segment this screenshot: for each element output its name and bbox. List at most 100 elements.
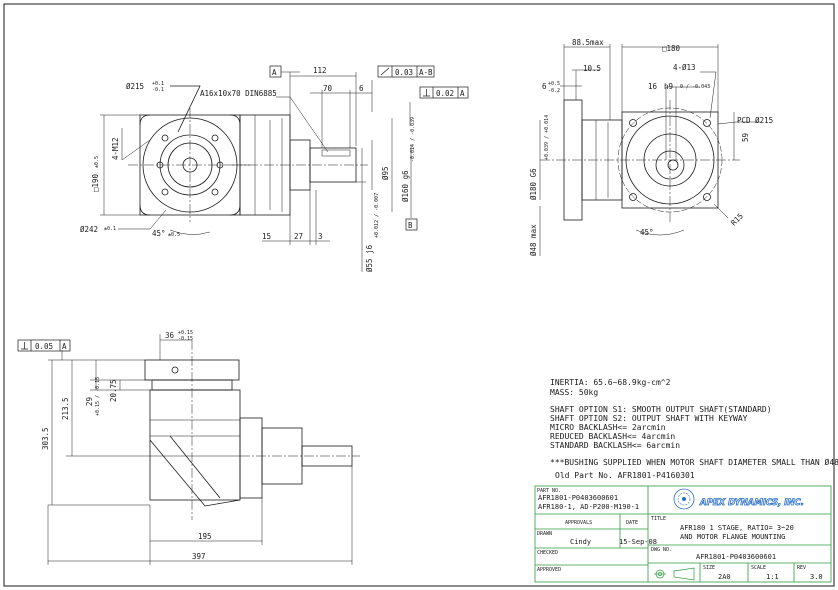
tb-dwg-no-label: DWG NO. xyxy=(651,547,672,553)
bottom-dim303-label: 303.5 xyxy=(41,427,50,450)
front-d215-tol-lo: -0.1 xyxy=(152,87,164,93)
front-angle-arc xyxy=(169,229,211,235)
bottom-dim213-label: 213.5 xyxy=(61,397,70,420)
tb-drawn-label: DRAWN xyxy=(537,531,552,537)
motor-r15-label: R15 xyxy=(729,211,745,227)
bottom-housing xyxy=(149,389,241,501)
motor-holes-label: 4-Ø13 xyxy=(673,63,696,72)
tb-date-label: DATE xyxy=(626,520,638,526)
front-hole xyxy=(211,188,219,196)
front-sq190-tol: ±0.5 xyxy=(94,156,100,168)
side-view xyxy=(232,71,412,272)
motor-dim16-label: 16 xyxy=(648,82,658,91)
note-reduced: REDUCED BACKLASH<= 4arcmin xyxy=(550,432,675,441)
note-old-part: Old Part No. AFR1801-P4160301 xyxy=(555,471,695,480)
front-thread-leader xyxy=(121,128,151,161)
bottom-dim195-label: 195 xyxy=(198,532,212,541)
fcf-position-ref: A-B xyxy=(419,68,433,77)
side-key-leader xyxy=(276,96,329,153)
company-name: APEX DYNAMICS, INC. xyxy=(699,498,804,508)
motor-angle-arc xyxy=(635,229,685,236)
projection-symbol xyxy=(654,567,695,581)
tb-rev-label: REV xyxy=(797,565,806,571)
bottom-view xyxy=(47,334,360,565)
motor-dim10-label: 10.5 xyxy=(583,64,601,73)
fcf-perpendicularity xyxy=(419,86,469,99)
front-hole xyxy=(161,134,169,142)
motor-d180-tol: +0.039 / +0.014 xyxy=(544,115,550,160)
side-fcf-leader xyxy=(371,80,411,126)
side-d55-label: Ø55 j6 xyxy=(365,244,374,272)
fcf-position xyxy=(377,65,435,78)
bottom-view-labels: 0.05 A 36 +0.15 -0.15 303.5 213.5 29 +0.… xyxy=(17,330,212,561)
bottom-diagonal-housing xyxy=(149,435,241,507)
motor-pcd-leader xyxy=(717,121,760,125)
bottom-dim29-tol: +0.15 / -0.15 xyxy=(95,377,101,416)
front-sq190-label: □190 xyxy=(91,173,100,192)
tb-part-no-1: AFR1801-P0403600601 xyxy=(538,494,618,502)
front-flange-corners xyxy=(139,114,241,216)
motor-h9-label: h9 xyxy=(664,82,673,91)
company-logo: APEX DYNAMICS, INC. xyxy=(673,488,804,510)
motor-hole xyxy=(703,193,711,201)
note-bushing: ***BUSHING SUPPLIED WHEN MOTOR SHAFT DIA… xyxy=(550,457,838,467)
motor-holes-leader xyxy=(700,71,717,119)
front-angle-label: 45° xyxy=(152,229,166,238)
motor-sq180-label: □180 xyxy=(662,44,681,53)
title-block xyxy=(534,485,832,583)
motor-r15-leader xyxy=(713,203,729,219)
bottom-dim36-tol-lo: -0.15 xyxy=(178,336,193,342)
fcf-flatness xyxy=(17,339,71,352)
side-d160-label: Ø160 g6 xyxy=(401,170,410,202)
bottom-dim29-label: 29 xyxy=(85,397,94,406)
side-dim27-label: 27 xyxy=(294,232,303,241)
tb-scale: 1:1 xyxy=(766,573,779,581)
notes: INERTIA: 65.6~68.9kg-cm^2 MASS: 50kg SHA… xyxy=(550,378,838,480)
tb-checked-label: CHECKED xyxy=(537,550,558,556)
bottom-dim20-label: 20.75 xyxy=(109,379,118,402)
front-d215-label: Ø215 xyxy=(126,82,144,91)
tb-title-label: TITLE xyxy=(651,516,666,522)
side-dim6-label: 6 xyxy=(359,84,364,93)
side-dim112-label: 112 xyxy=(313,66,327,75)
bottom-output-flange xyxy=(239,417,263,499)
side-key-label: A16x10x70 DIN6885 xyxy=(200,89,277,98)
side-d55-tol: +0.012 / -0.007 xyxy=(374,193,380,238)
side-dim15-label: 15 xyxy=(262,232,271,241)
fcf-position-value: 0.03 xyxy=(395,68,413,77)
bottom-dim36-label: 36 xyxy=(165,331,175,340)
side-view-labels: A B 112 70 6 A16x10x70 DIN6885 0.03 A-B … xyxy=(200,65,469,272)
tb-title-2: AND MOTOR FLANGE MOUNTING xyxy=(680,533,785,541)
motor-d180-label: Ø180 G6 xyxy=(529,168,538,200)
tb-size-label: SIZE xyxy=(703,565,715,571)
tb-drawn-by: Cindy xyxy=(570,538,591,546)
datum-b-box xyxy=(405,218,418,231)
note-inertia: INERTIA: 65.6~68.9kg-cm^2 xyxy=(550,378,671,387)
motor-dim6-tol-hi: +0.5 xyxy=(548,81,560,87)
datum-a-box xyxy=(269,65,282,78)
fcf-perpendicularity-value: 0.02 xyxy=(436,89,454,98)
side-d160-tol: -0.014 / -0.039 xyxy=(410,117,416,162)
motor-pcd-label: PCD Ø215 xyxy=(737,116,773,125)
front-hole xyxy=(211,134,219,142)
side-keyway xyxy=(321,149,351,157)
motor-d48-label: Ø48 max xyxy=(529,224,538,256)
front-d242-leader xyxy=(118,209,167,230)
front-hole xyxy=(161,188,169,196)
motor-view-labels: 88.5max □180 10.5 6 +0.5 -0.2 4-Ø13 16 h… xyxy=(529,38,773,256)
motor-dim6-label: 6 xyxy=(542,82,547,91)
tb-approved-label: APPROVED xyxy=(537,567,561,573)
tb-scale-label: SCALE xyxy=(751,565,766,571)
motor-h9-tol: 0 / -0.043 xyxy=(680,84,710,90)
note-shaft-s1: SHAFT OPTION S1: SMOOTH OUTPUT SHAFT(STA… xyxy=(550,405,772,414)
front-d215-tol-hi: +0.1 xyxy=(152,81,164,87)
fcf-perpendicularity-ref: A xyxy=(460,89,465,98)
tb-title-1: AFR180 1 STAGE, RATIO= 3~20 xyxy=(680,524,794,532)
motor-dim88-label: 88.5max xyxy=(572,38,604,47)
bottom-dim397-label: 397 xyxy=(192,552,206,561)
tb-dwg-no: AFR1801-P0403600601 xyxy=(696,553,776,561)
datum-a-label: A xyxy=(272,68,277,77)
bottom-dim36-tol-hi: +0.15 xyxy=(178,330,193,336)
tb-drawn-date: 15-Sep-08 xyxy=(619,538,657,546)
